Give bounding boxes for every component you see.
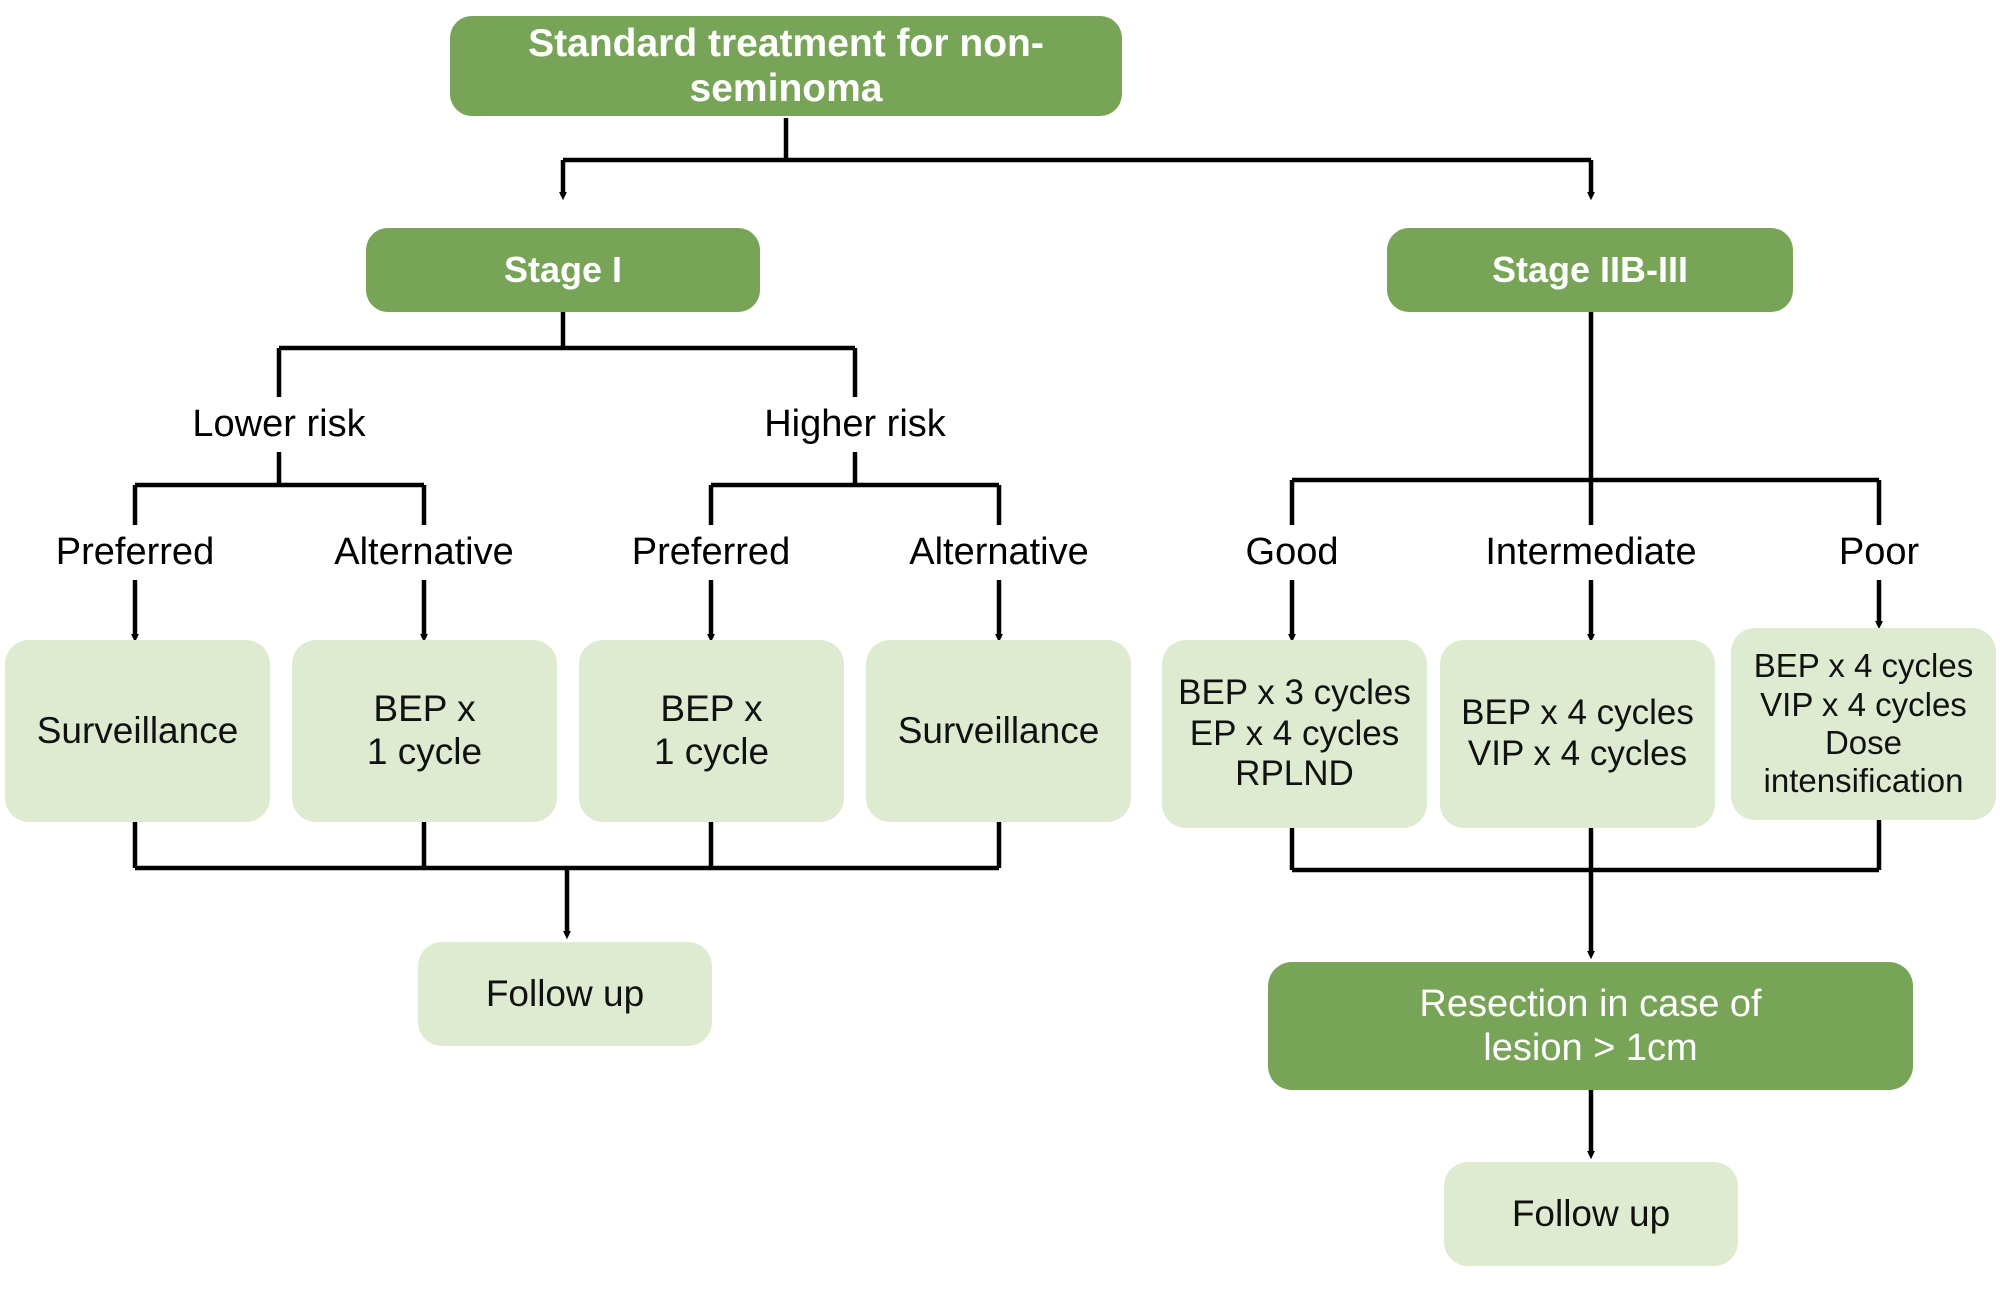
node-stage-2-label: Stage IIB-III <box>1491 249 1689 291</box>
node-surveillance-higher[interactable]: Surveillance <box>866 640 1131 822</box>
node-intermediate-treatment-label: BEP x 4 cycles VIP x 4 cycles <box>1461 693 1694 773</box>
node-resection-label: Resection in case of lesion > 1cm <box>1419 982 1762 1069</box>
node-good-treatment[interactable]: BEP x 3 cycles EP x 4 cycles RPLND <box>1162 640 1427 828</box>
edge-label-preferred-lower: Preferred <box>55 531 215 573</box>
node-followup-left-label: Follow up <box>485 972 645 1014</box>
node-stage-2[interactable]: Stage IIB-III <box>1387 228 1793 312</box>
node-surveillance-lower-label: Surveillance <box>36 709 239 751</box>
node-bep-1-cycle-higher[interactable]: BEP x 1 cycle <box>579 640 844 822</box>
edge-label-alternative-lower: Alternative <box>334 531 514 573</box>
edge-label-poor: Poor <box>1838 531 1920 573</box>
edge-label-alternative-higher: Alternative <box>909 531 1089 573</box>
edge-label-preferred-higher: Preferred <box>631 531 791 573</box>
node-poor-treatment-label: BEP x 4 cycles VIP x 4 cycles Dose inten… <box>1753 647 1974 800</box>
node-root[interactable]: Standard treatment for non-seminoma <box>450 16 1122 116</box>
node-good-treatment-label: BEP x 3 cycles EP x 4 cycles RPLND <box>1178 673 1411 794</box>
node-resection[interactable]: Resection in case of lesion > 1cm <box>1268 962 1913 1090</box>
edge-label-higher-risk: Higher risk <box>764 403 946 445</box>
node-followup-right[interactable]: Follow up <box>1444 1162 1738 1266</box>
edge-label-good: Good <box>1245 531 1339 573</box>
node-bep-1-cycle-higher-label: BEP x 1 cycle <box>653 688 770 772</box>
node-followup-right-label: Follow up <box>1511 1192 1671 1234</box>
node-surveillance-lower[interactable]: Surveillance <box>5 640 270 822</box>
edge-label-lower-risk: Lower risk <box>192 403 366 445</box>
node-intermediate-treatment[interactable]: BEP x 4 cycles VIP x 4 cycles <box>1440 640 1715 828</box>
node-bep-1-cycle-lower[interactable]: BEP x 1 cycle <box>292 640 557 822</box>
node-poor-treatment[interactable]: BEP x 4 cycles VIP x 4 cycles Dose inten… <box>1731 628 1996 820</box>
node-surveillance-higher-label: Surveillance <box>897 709 1100 751</box>
node-root-label: Standard treatment for non-seminoma <box>528 21 1044 110</box>
node-followup-left[interactable]: Follow up <box>418 942 712 1046</box>
edge-label-intermediate: Intermediate <box>1485 531 1697 573</box>
node-stage-1-label: Stage I <box>503 249 623 291</box>
node-stage-1[interactable]: Stage I <box>366 228 760 312</box>
node-bep-1-cycle-lower-label: BEP x 1 cycle <box>366 688 483 772</box>
